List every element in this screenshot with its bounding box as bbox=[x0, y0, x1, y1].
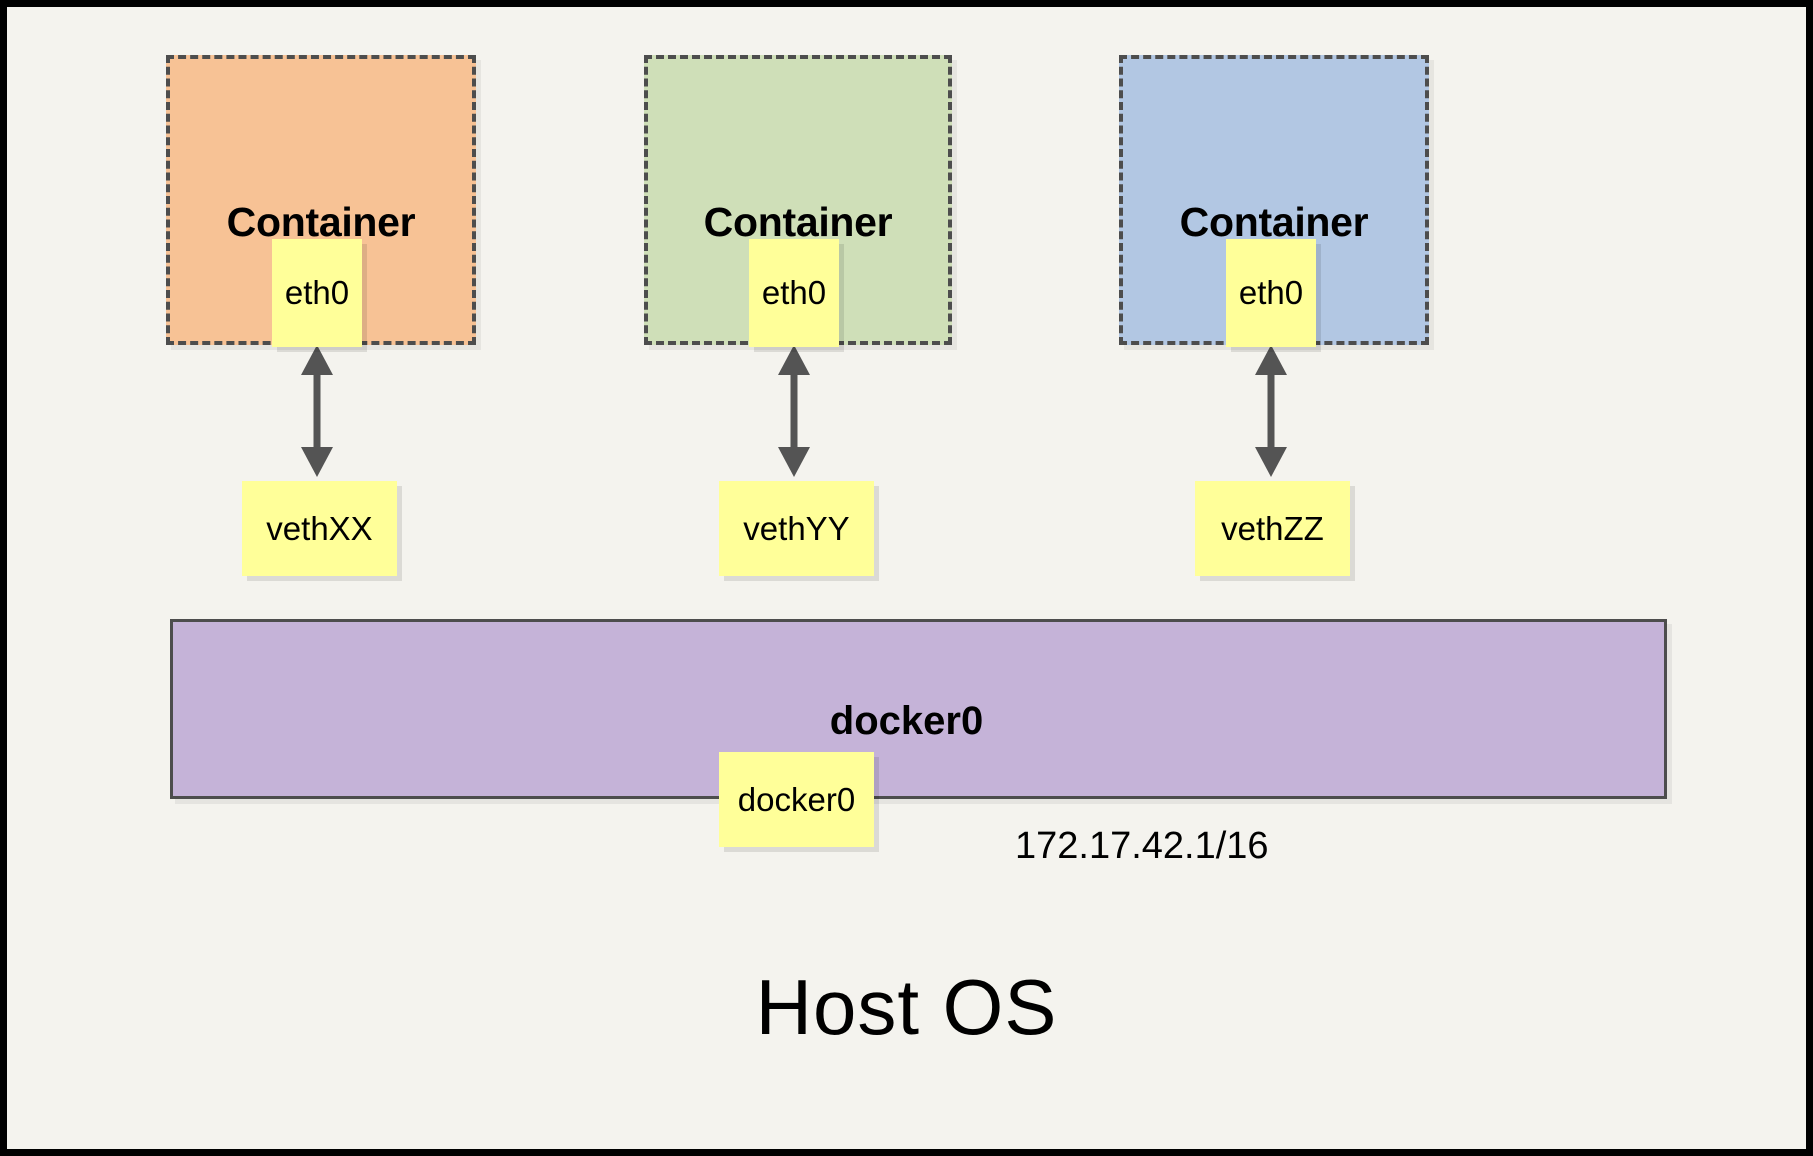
vethyy-label: vethYY bbox=[743, 509, 850, 547]
vethxx-box: vethXX bbox=[242, 481, 397, 576]
eth0-box-3: eth0 bbox=[1226, 239, 1316, 347]
docker0-ip-label: 172.17.42.1/16 bbox=[1015, 825, 1269, 867]
vethzz-box: vethZZ bbox=[1195, 481, 1350, 576]
eth0-label-2: eth0 bbox=[761, 274, 827, 311]
container-box-3: Container bbox=[1119, 55, 1429, 345]
link-arrow-1 bbox=[301, 345, 333, 477]
vethzz-label: vethZZ bbox=[1221, 509, 1324, 547]
container-label-2: Container bbox=[703, 199, 893, 245]
eth0-box-2: eth0 bbox=[749, 239, 839, 347]
container-label-1: Container bbox=[226, 199, 416, 245]
docker0-interface-label: docker0 bbox=[737, 780, 856, 818]
docker0-bridge-bar bbox=[170, 619, 1667, 799]
eth0-label-3: eth0 bbox=[1238, 274, 1304, 311]
vethyy-box: vethYY bbox=[719, 481, 874, 576]
eth0-box-1: eth0 bbox=[272, 239, 362, 347]
host-os-title: Host OS bbox=[755, 963, 1058, 1051]
link-arrow-2 bbox=[778, 345, 810, 477]
container-label-3: Container bbox=[1179, 199, 1369, 245]
eth0-label-1: eth0 bbox=[284, 274, 350, 311]
docker0-bridge-label: docker0 bbox=[829, 699, 984, 743]
link-arrow-3 bbox=[1255, 345, 1287, 477]
docker0-interface-box: docker0 bbox=[719, 752, 874, 847]
vethxx-label: vethXX bbox=[266, 509, 373, 547]
